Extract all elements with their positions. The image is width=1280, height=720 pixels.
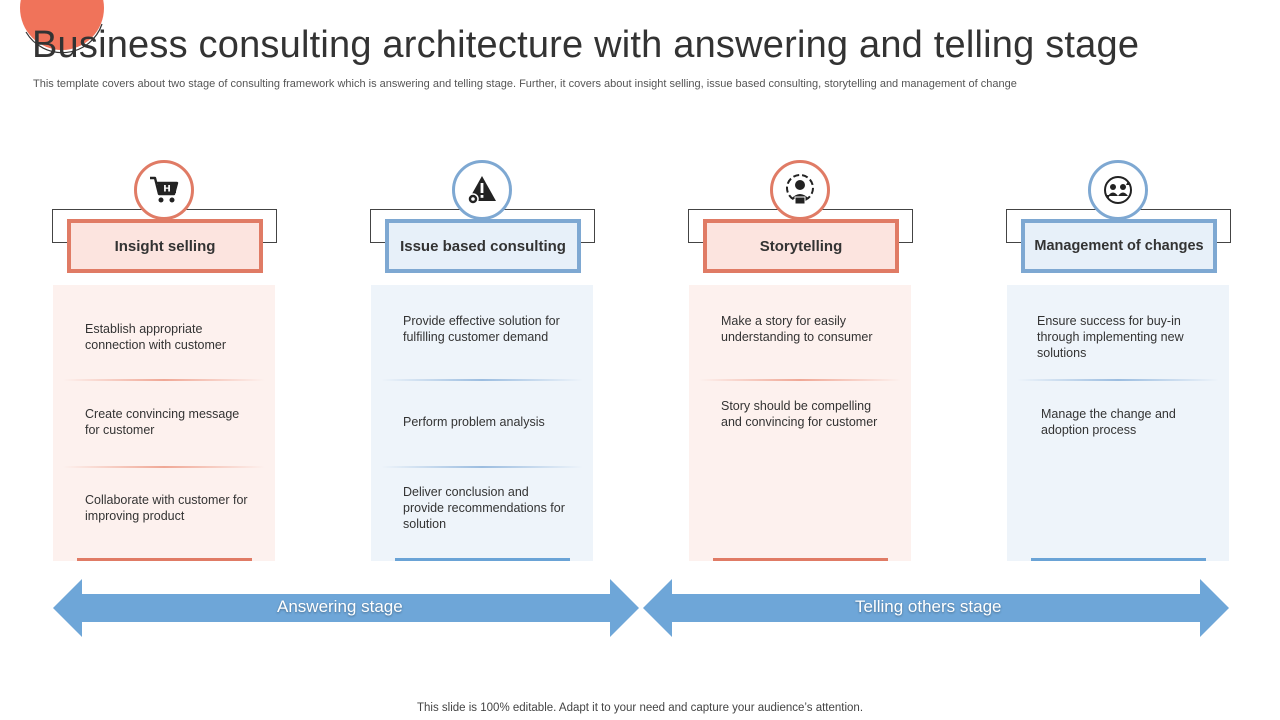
column-bottom-bar (1031, 558, 1206, 561)
column-label: Storytelling (703, 219, 899, 273)
list-item: Collaborate with customer for improving … (85, 493, 248, 523)
answering-stage-label: Answering stage (277, 597, 403, 616)
footer-note: This slide is 100% editable. Adapt it to… (416, 702, 864, 714)
column-bottom-bar (713, 558, 888, 561)
page-title: Business consulting architecture with an… (32, 24, 1140, 66)
decorative-corner-circle (20, 0, 104, 54)
warning-gear-icon (452, 160, 512, 220)
column-panel: Provide effective solution for fulfillin… (371, 285, 593, 561)
list-item: Ensure success for buy-in through implem… (1037, 314, 1184, 360)
divider (63, 466, 265, 468)
list-item: Story should be compelling and convincin… (721, 399, 878, 429)
column-bottom-bar (77, 558, 252, 561)
column-management-of-changes: Management of changes Ensure success for… (1006, 160, 1234, 562)
column-label: Insight selling (67, 219, 263, 273)
telling-stage-label: Telling others stage (855, 597, 1002, 616)
list-item: Provide effective solution for fulfillin… (403, 314, 560, 344)
divider (381, 466, 583, 468)
divider (63, 379, 265, 381)
list-item: Perform problem analysis (403, 415, 545, 429)
shopping-cart-icon: H (134, 160, 194, 220)
list-item: Establish appropriate connection with cu… (85, 322, 227, 352)
divider (699, 379, 901, 381)
divider (381, 379, 583, 381)
presenter-icon (770, 160, 830, 220)
answering-stage-arrow (53, 579, 639, 637)
telling-stage-arrow (643, 579, 1229, 637)
list-item: Deliver conclusion and provide recommend… (403, 485, 565, 531)
list-item: Manage the change and adoption process (1041, 407, 1176, 437)
column-insight-selling: H Insight selling Establish appropriate … (52, 160, 280, 562)
svg-text:H: H (163, 185, 171, 195)
team-cycle-icon (1088, 160, 1148, 220)
column-label: Management of changes (1021, 219, 1217, 273)
divider (1017, 379, 1219, 381)
column-panel: Ensure success for buy-in through implem… (1007, 285, 1229, 561)
stage-arrows (53, 579, 1229, 637)
column-bottom-bar (395, 558, 570, 561)
column-storytelling: Storytelling Make a story for easily und… (688, 160, 916, 562)
column-label: Issue based consulting (385, 219, 581, 273)
list-item: Create convincing message for customer (85, 407, 240, 437)
column-panel: Make a story for easily understanding to… (689, 285, 911, 561)
list-item: Make a story for easily understanding to… (721, 314, 873, 344)
column-issue-based-consulting: Issue based consulting Provide effective… (370, 160, 598, 562)
column-panel: Establish appropriate connection with cu… (53, 285, 275, 561)
page-subtitle: This template covers about two stage of … (33, 78, 1017, 90)
